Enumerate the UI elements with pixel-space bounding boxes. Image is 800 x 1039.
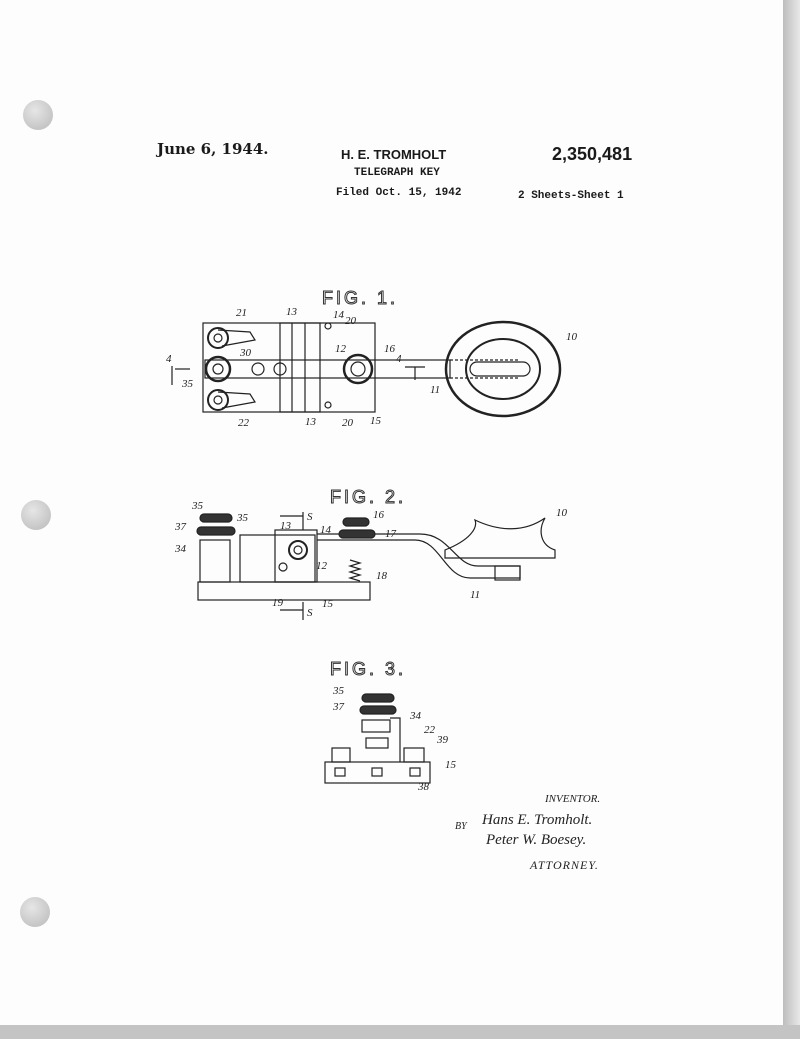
ref-label: 39: [436, 734, 449, 746]
patent-date: June 6, 1944.: [157, 140, 269, 158]
inventor-name: H. E. TROMHOLT: [341, 147, 447, 162]
ref-label: 12: [335, 343, 347, 355]
ref-label: 4: [396, 353, 402, 365]
ref-label: 34: [409, 710, 422, 722]
ref-label: 17: [385, 528, 397, 540]
punch-hole: [21, 500, 51, 530]
attorney-signature: Peter W. Boesey.: [486, 832, 587, 848]
ref-label: 12: [316, 560, 328, 572]
punch-hole: [23, 100, 53, 130]
patent-number: 2,350,481: [552, 144, 633, 164]
patent-page: [0, 0, 783, 1025]
ref-label: 30: [239, 347, 252, 359]
ref-label: 38: [417, 781, 430, 793]
ref-label: 35: [181, 378, 194, 390]
ref-label: 35: [191, 500, 204, 512]
sheet-count: 2 Sheets-Sheet 1: [518, 190, 624, 202]
ref-label: 20: [342, 417, 354, 429]
ref-label: 37: [174, 521, 187, 533]
invention-title: TELEGRAPH KEY: [354, 167, 440, 179]
ref-label: 19: [272, 597, 284, 609]
ref-label: 13: [286, 306, 298, 318]
ref-label: 15: [322, 598, 334, 610]
figure-2-drawing: [196, 512, 556, 620]
page-bottom-edge: [0, 1025, 800, 1039]
ref-label: 20: [345, 315, 357, 327]
ref-label: 14: [333, 309, 345, 321]
figure-1-labels: 21 13 14 20 30 12 16 10 4 4 35 11 22 13 …: [166, 306, 578, 429]
ref-label: S: [307, 511, 313, 523]
inventor-caption: INVENTOR.: [545, 793, 601, 805]
ref-label: 16: [384, 343, 396, 355]
by-label: BY: [455, 821, 467, 832]
filed-date: Filed Oct. 15, 1942: [336, 187, 462, 199]
ref-label: 11: [430, 384, 440, 396]
figure-1-title: FIG. 1.: [322, 288, 398, 308]
ref-label: 13: [280, 520, 292, 532]
ref-label: 35: [332, 685, 345, 697]
figure-1-drawing: [171, 320, 562, 418]
ref-label: 15: [370, 415, 382, 427]
punch-hole: [20, 897, 50, 927]
ref-label: 22: [238, 417, 250, 429]
attorney-caption: ATTORNEY.: [530, 858, 599, 872]
figure-3-title: FIG. 3.: [330, 659, 406, 679]
ref-label: 35: [236, 512, 249, 524]
ref-label: S: [307, 607, 313, 619]
ref-label: 14: [320, 524, 332, 536]
ref-label: 10: [566, 331, 578, 343]
figure-2-title: FIG. 2.: [330, 487, 406, 507]
ref-label: 37: [332, 701, 345, 713]
ref-label: 11: [470, 589, 480, 601]
ref-label: 18: [376, 570, 388, 582]
ref-label: 22: [424, 724, 436, 736]
ref-label: 16: [373, 509, 385, 521]
ref-label: 34: [174, 543, 187, 555]
ref-label: 10: [556, 507, 568, 519]
ref-label: 21: [236, 307, 247, 319]
ref-label: 4: [166, 353, 172, 365]
page-edge: [783, 0, 800, 1039]
figure-2-labels: 35 35 37 34 13 S 14 12 16 17 18 11 10 19…: [174, 500, 568, 619]
figure-3-labels: 35 37 34 22 39 15 38: [332, 685, 457, 793]
ref-label: 13: [305, 416, 317, 428]
ref-label: 15: [445, 759, 457, 771]
figure-3-drawing: [324, 693, 431, 784]
inventor-signature: Hans E. Tromholt.: [482, 812, 593, 828]
